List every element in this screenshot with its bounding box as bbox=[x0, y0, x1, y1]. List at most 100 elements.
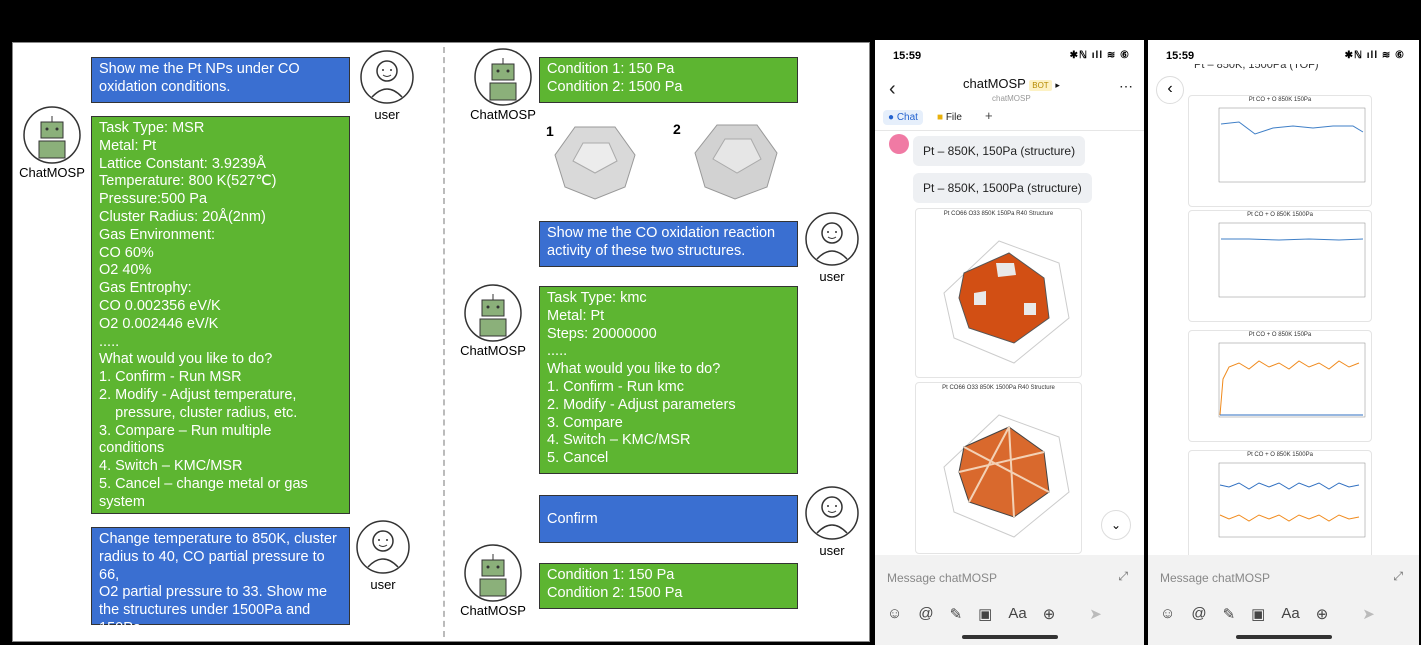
chat-title[interactable]: chatMOSP BOT ▸ bbox=[963, 76, 1060, 91]
phone-chat-charts: 15:59 ✱ℕ ıll ≋ ⑥ ‹ Pt – 850K, 1500Pa (TO… bbox=[1146, 40, 1421, 645]
user-avatar: user bbox=[357, 47, 417, 122]
structure-label-2: 2 bbox=[673, 121, 681, 137]
font-icon[interactable]: Aa bbox=[1281, 605, 1300, 622]
user-label: user bbox=[819, 269, 845, 284]
font-icon[interactable]: Aa bbox=[1008, 605, 1027, 622]
user-label: user bbox=[370, 577, 396, 592]
phone-chat-structures: 15:59 ✱ℕ ıll ≋ ⑥ ‹ chatMOSP BOT ▸ chatMO… bbox=[873, 40, 1146, 645]
input-toolbar: ☺ @ ✎ ▣ Aa ⊕ ➤ bbox=[887, 605, 1132, 623]
workflow-diagram: Show me the Pt NPs under CO oxidation co… bbox=[12, 42, 870, 642]
add-tab-icon[interactable]: + bbox=[985, 108, 993, 123]
coverage-chart-150pa[interactable]: Pt CO + O 850K 150Pa bbox=[1188, 330, 1372, 442]
user-avatar: user bbox=[800, 483, 864, 558]
send-icon[interactable]: ➤ bbox=[1362, 606, 1375, 623]
message-input[interactable]: Message chatMOSP bbox=[887, 571, 998, 585]
structure-file-bubble[interactable]: Pt – 850K, 1500Pa (structure) bbox=[913, 173, 1092, 203]
message-input[interactable]: Message chatMOSP bbox=[1160, 571, 1271, 585]
chat-title-text: chatMOSP bbox=[963, 76, 1026, 91]
chart-title: Pt CO + O 850K 150Pa bbox=[1248, 97, 1312, 103]
bot-message-msr: Task Type: MSR Metal: Pt Lattice Constan… bbox=[91, 116, 350, 514]
back-icon[interactable]: ‹ bbox=[889, 78, 896, 100]
tof-plot bbox=[1218, 107, 1366, 183]
user-label: user bbox=[819, 543, 845, 558]
expand-icon[interactable]: ⤢ bbox=[1118, 569, 1128, 583]
bot-avatar: ChatMOSP bbox=[453, 543, 533, 618]
bot-avatar-icon bbox=[889, 134, 909, 154]
input-bar: Message chatMOSP ⤢ ☺ @ ✎ ▣ Aa ⊕ ➤ bbox=[1148, 555, 1419, 645]
user-message-1: Show me the Pt NPs under CO oxidation co… bbox=[91, 57, 350, 103]
home-indicator bbox=[1235, 635, 1332, 639]
tof-chart-1500pa[interactable]: Pt CO + O 850K 1500Pa bbox=[1188, 210, 1372, 322]
bot-avatar: ChatMOSP bbox=[463, 47, 543, 122]
input-bar: Message chatMOSP ⤢ ☺ @ ✎ ▣ Aa ⊕ ➤ bbox=[875, 555, 1144, 645]
status-bar: 15:59 ✱ℕ ıll ≋ ⑥ bbox=[893, 50, 1130, 62]
coverage-plot bbox=[1218, 462, 1366, 538]
bot-avatar: ChatMOSP bbox=[17, 105, 87, 180]
brush-icon[interactable]: ✎ bbox=[949, 606, 963, 623]
image-icon[interactable]: ▣ bbox=[1251, 606, 1266, 623]
structure-image-1500pa[interactable]: Pt CO66 O33 850K 1500Pa R40 Structure bbox=[915, 382, 1082, 554]
image-icon[interactable]: ▣ bbox=[978, 606, 993, 623]
bot-message-kmc: Task Type: kmc Metal: Pt Steps: 20000000… bbox=[539, 286, 798, 474]
mention-icon[interactable]: @ bbox=[918, 605, 934, 622]
tab-file-label: File bbox=[945, 112, 962, 123]
bot-label: ChatMOSP bbox=[460, 343, 526, 358]
tof-plot bbox=[1218, 222, 1366, 298]
input-toolbar: ☺ @ ✎ ▣ Aa ⊕ ➤ bbox=[1160, 605, 1407, 623]
caret-right-icon: ▸ bbox=[1055, 80, 1060, 90]
user-message-2: Change temperature to 850K, cluster radi… bbox=[91, 527, 350, 636]
status-icons: ✱ℕ ıll ≋ ⑥ bbox=[1344, 50, 1405, 61]
status-icons: ✱ℕ ıll ≋ ⑥ bbox=[1069, 50, 1130, 61]
send-icon[interactable]: ➤ bbox=[1089, 606, 1102, 623]
user-message-3: Show me the CO oxidation reaction activi… bbox=[539, 221, 798, 267]
chart-title: Pt CO + O 850K 150Pa bbox=[1248, 332, 1312, 338]
image-title: Pt CO66 O33 850K 150Pa R40 Structure bbox=[943, 211, 1054, 217]
chat-subtitle: chatMOSP bbox=[992, 94, 1031, 103]
plus-circle-icon[interactable]: ⊕ bbox=[1042, 606, 1056, 623]
emoji-icon[interactable]: ☺ bbox=[1160, 605, 1176, 622]
status-time: 15:59 bbox=[1166, 50, 1195, 62]
brush-icon[interactable]: ✎ bbox=[1222, 606, 1236, 623]
structure-image-150pa[interactable]: Pt CO66 O33 850K 150Pa R40 Structure bbox=[915, 208, 1082, 378]
bot-label: ChatMOSP bbox=[19, 165, 85, 180]
chat-bubble-icon: ● bbox=[888, 112, 895, 123]
plus-circle-icon[interactable]: ⊕ bbox=[1315, 606, 1329, 623]
divider bbox=[443, 47, 445, 637]
nanoparticle-render bbox=[943, 414, 1070, 538]
nanoparticle-render bbox=[943, 240, 1070, 364]
structure-file-bubble[interactable]: Pt – 850K, 150Pa (structure) bbox=[913, 136, 1086, 166]
user-label: user bbox=[374, 107, 400, 122]
back-button[interactable]: ‹ bbox=[1156, 76, 1184, 104]
folder-icon: ■ bbox=[937, 112, 944, 123]
scroll-down-button[interactable]: ⌄ bbox=[1101, 510, 1131, 540]
bot-label: ChatMOSP bbox=[470, 107, 536, 122]
bot-avatar: ChatMOSP bbox=[453, 283, 533, 358]
status-time: 15:59 bbox=[893, 50, 922, 62]
coverage-plot bbox=[1218, 342, 1366, 418]
expand-icon[interactable]: ⤢ bbox=[1393, 569, 1403, 583]
home-indicator bbox=[961, 635, 1058, 639]
user-avatar: user bbox=[353, 517, 413, 592]
partial-message: Pt – 850K, 1500Pa (TOF) bbox=[1194, 64, 1319, 71]
bot-conditions-2: Condition 1: 150 Pa Condition 2: 1500 Pa bbox=[539, 563, 798, 609]
status-bar: 15:59 ✱ℕ ıll ≋ ⑥ bbox=[1166, 50, 1405, 62]
mention-icon[interactable]: @ bbox=[1191, 605, 1207, 622]
more-icon[interactable]: ⋯ bbox=[1119, 78, 1133, 94]
bot-label: ChatMOSP bbox=[460, 603, 526, 618]
tab-chat-label: Chat bbox=[896, 112, 918, 123]
nanoparticle-structure-2 bbox=[694, 124, 778, 200]
structure-label-1: 1 bbox=[546, 123, 554, 139]
tab-chat[interactable]: ● Chat bbox=[883, 110, 923, 125]
tof-chart-150pa[interactable]: Pt CO + O 850K 150Pa bbox=[1188, 95, 1372, 207]
coverage-chart-1500pa[interactable]: Pt CO + O 850K 1500Pa bbox=[1188, 450, 1372, 562]
chart-title: Pt CO + O 850K 1500Pa bbox=[1247, 452, 1313, 458]
user-avatar: user bbox=[800, 209, 864, 284]
bot-conditions-1: Condition 1: 150 Pa Condition 2: 1500 Pa bbox=[539, 57, 798, 103]
chart-title: Pt CO + O 850K 1500Pa bbox=[1247, 212, 1313, 218]
bot-badge: BOT bbox=[1029, 80, 1052, 91]
tab-file[interactable]: ■ File bbox=[937, 112, 962, 123]
nanoparticle-structure-1 bbox=[554, 126, 636, 200]
user-confirm-message: Confirm bbox=[539, 495, 798, 543]
image-title: Pt CO66 O33 850K 1500Pa R40 Structure bbox=[942, 385, 1055, 391]
emoji-icon[interactable]: ☺ bbox=[887, 605, 903, 622]
